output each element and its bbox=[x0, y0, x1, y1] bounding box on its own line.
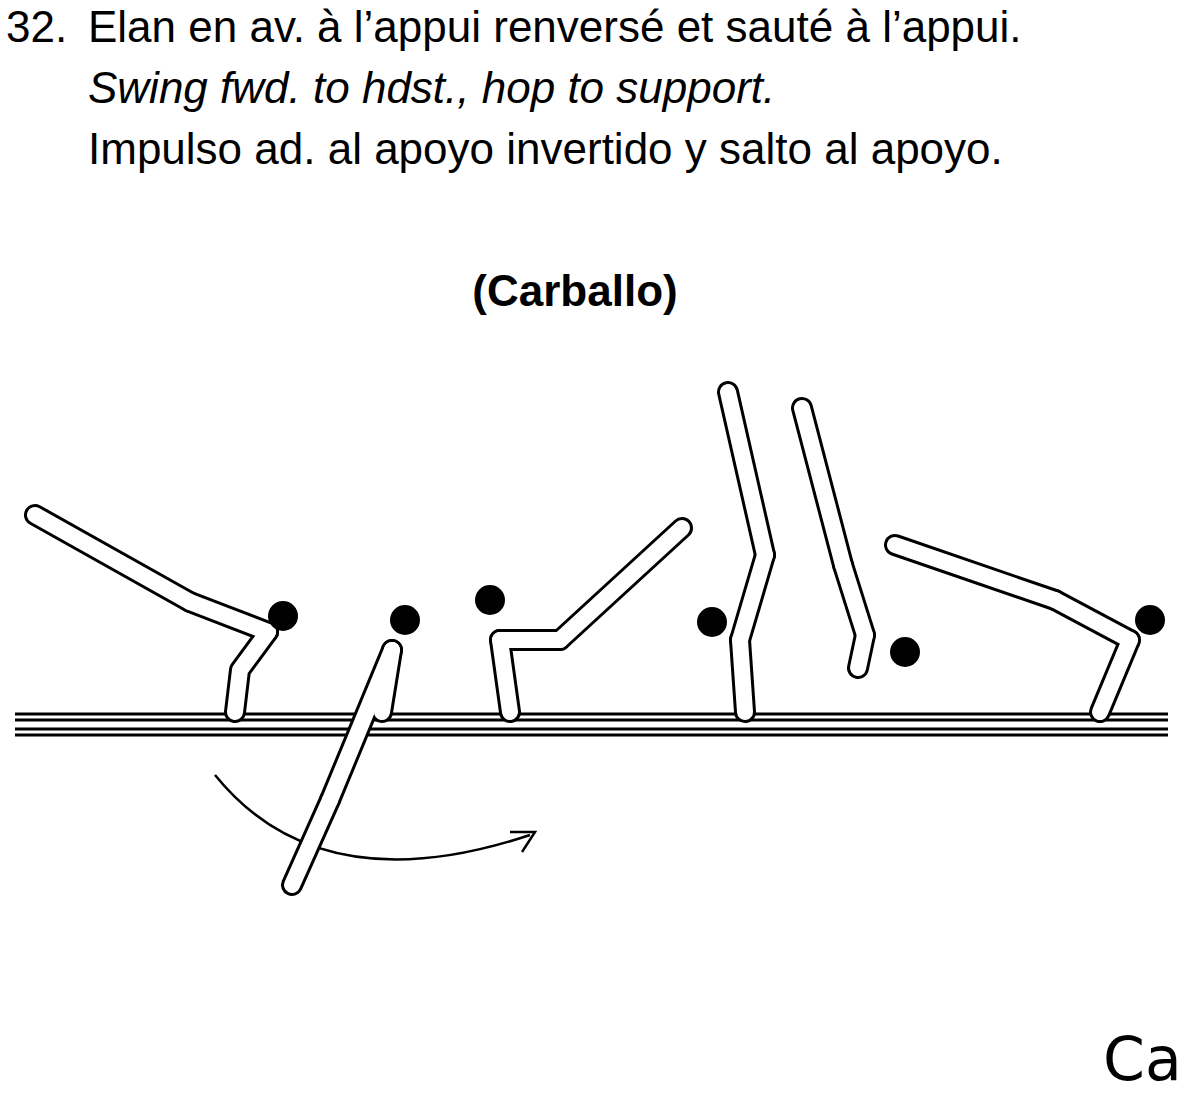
gymnast-limb bbox=[1100, 640, 1130, 712]
gymnast-limb bbox=[292, 800, 330, 885]
gymnast-limb bbox=[895, 545, 1055, 600]
gymnast-head bbox=[268, 601, 298, 631]
swing-arrow bbox=[215, 775, 535, 860]
gymnast-limb bbox=[895, 545, 1055, 600]
gymnast-head bbox=[890, 637, 920, 667]
gymnast-limb bbox=[500, 629, 560, 651]
spanish-text: Impulso ad. al apoyo invertido y salto a… bbox=[88, 124, 1003, 175]
gymnast-limb bbox=[740, 640, 745, 712]
gymnast-limb bbox=[1055, 600, 1130, 640]
gymnast-limb bbox=[802, 408, 843, 565]
gymnast-limb bbox=[500, 640, 510, 712]
gymnast-limb bbox=[728, 392, 765, 555]
gymnast-limb bbox=[740, 555, 765, 640]
french-text: Elan en av. à l’appui renversé et sauté … bbox=[88, 2, 1022, 53]
gymnast-limb bbox=[500, 640, 510, 712]
english-text: Swing fwd. to hdst., hop to support. bbox=[88, 63, 775, 114]
gymnast-head bbox=[1135, 605, 1165, 635]
gymnast-limb bbox=[802, 408, 843, 565]
parallel-bar bbox=[15, 714, 1168, 735]
skill-name: (Carballo) bbox=[472, 266, 677, 317]
skill-number: 32. bbox=[6, 2, 67, 53]
gymnast-limb bbox=[35, 515, 190, 602]
gymnast-limb bbox=[560, 528, 682, 640]
gymnast-limb bbox=[190, 602, 268, 632]
gymnast-limb bbox=[1055, 600, 1130, 640]
difficulty-value: Ca bbox=[1103, 1025, 1182, 1094]
gymnast-limb bbox=[740, 640, 745, 712]
gymnast-limb bbox=[500, 632, 560, 648]
gymnast-limb bbox=[330, 650, 392, 800]
gymnast-head bbox=[697, 607, 727, 637]
gymnast-limb bbox=[190, 602, 268, 632]
gymnast-head bbox=[390, 605, 420, 635]
gymnast-limb bbox=[1100, 640, 1130, 712]
gymnast-figures bbox=[35, 392, 1165, 885]
gymnast-limb bbox=[560, 528, 682, 640]
gymnast-limb bbox=[843, 565, 865, 635]
gymnast-limb bbox=[843, 565, 865, 635]
gymnast-head bbox=[475, 585, 505, 615]
gymnast-limb bbox=[35, 515, 190, 602]
gymnast-limb bbox=[728, 392, 765, 555]
gymnast-limb bbox=[292, 800, 330, 885]
gymnast-limb bbox=[740, 555, 765, 640]
gymnast-limb bbox=[235, 632, 268, 712]
gymnast-limb bbox=[330, 650, 392, 800]
gymnast-limb bbox=[235, 632, 268, 712]
